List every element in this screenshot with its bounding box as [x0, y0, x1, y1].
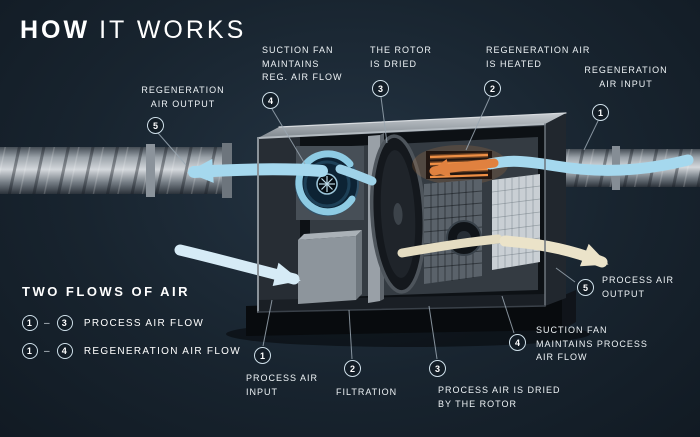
badge-process-dried-3: 3 — [429, 360, 446, 377]
badge-process-input-1: 1 — [254, 347, 271, 364]
legend: TWO FLOWS OF AIR 1 – 3 PROCESS AIR FLOW … — [22, 284, 241, 371]
legend-label-process-air: PROCESS AIR FLOW — [83, 317, 205, 329]
legend-row-regeneration-air: 1 – 4 REGENERATION AIR FLOW — [22, 343, 241, 359]
legend-badge-regen-end: 4 — [56, 343, 73, 359]
process-output-arrow — [499, 235, 609, 268]
process-input-arrow — [174, 244, 301, 287]
badge-rotor-dried-3: 3 — [372, 80, 389, 97]
legend-row-process-air: 1 – 3 PROCESS AIR FLOW — [22, 315, 241, 331]
label-regeneration-air-heated: REGENERATION AIR IS HEATED — [486, 45, 591, 69]
machine-side-panel — [545, 113, 566, 306]
label-process-air-output: PROCESS AIR OUTPUT — [602, 275, 675, 299]
legend-badge-regen-start: 1 — [22, 343, 38, 359]
air-flow-arrows — [174, 150, 694, 287]
leader-lines — [157, 96, 599, 360]
legend-dash: – — [44, 317, 51, 329]
label-regeneration-air-input: REGENERATION AIR INPUT — [584, 65, 668, 89]
badge-filtration-2: 2 — [344, 360, 361, 377]
badge-process-output-5: 5 — [577, 279, 594, 296]
label-rotor-is-dried: THE ROTOR IS DRIED — [370, 45, 432, 69]
legend-label-regeneration-air: REGENERATION AIR FLOW — [83, 345, 242, 357]
legend-dash: – — [44, 345, 51, 357]
process-internal-arrow — [397, 234, 503, 258]
legend-title: TWO FLOWS OF AIR — [22, 284, 191, 299]
label-regeneration-air-output: REGENERATION AIR OUTPUT — [141, 85, 225, 109]
rotor-to-fan-arrow — [335, 164, 377, 186]
badge-regen-output-5: 5 — [147, 117, 164, 134]
fan-swirl-arrow — [295, 150, 356, 216]
machine-top-panel — [258, 113, 566, 138]
page-title: HOW IT WORKS — [20, 16, 246, 45]
machine-frame-edges — [257, 112, 567, 313]
badge-regen-heated-2: 2 — [484, 80, 501, 97]
page-title-light: IT WORKS — [99, 16, 247, 44]
label-suction-fan-process: SUCTION FAN MAINTAINS PROCESS AIR FLOW — [536, 325, 648, 362]
machine-components — [295, 133, 541, 304]
badge-suction-process-4: 4 — [509, 334, 526, 351]
legend-badge-process-start: 1 — [22, 315, 38, 331]
label-process-air-dried: PROCESS AIR IS DRIED BY THE ROTOR — [438, 385, 561, 409]
regen-heated-arrow — [429, 158, 499, 177]
regen-output-arrow — [187, 158, 328, 183]
label-process-air-input: PROCESS AIR INPUT — [246, 373, 319, 397]
label-suction-fan-reg: SUCTION FAN MAINTAINS REG. AIR FLOW — [262, 45, 343, 82]
filter-cabinet — [298, 230, 362, 304]
legend-badge-process-end: 3 — [56, 315, 73, 331]
page-title-bold: HOW — [20, 16, 91, 44]
filter-panel — [491, 174, 541, 270]
label-filtration: FILTRATION — [336, 387, 398, 397]
regen-input-arrow — [484, 154, 694, 176]
badge-regen-input-1: 1 — [592, 104, 609, 121]
badge-suction-reg-4: 4 — [262, 92, 279, 109]
